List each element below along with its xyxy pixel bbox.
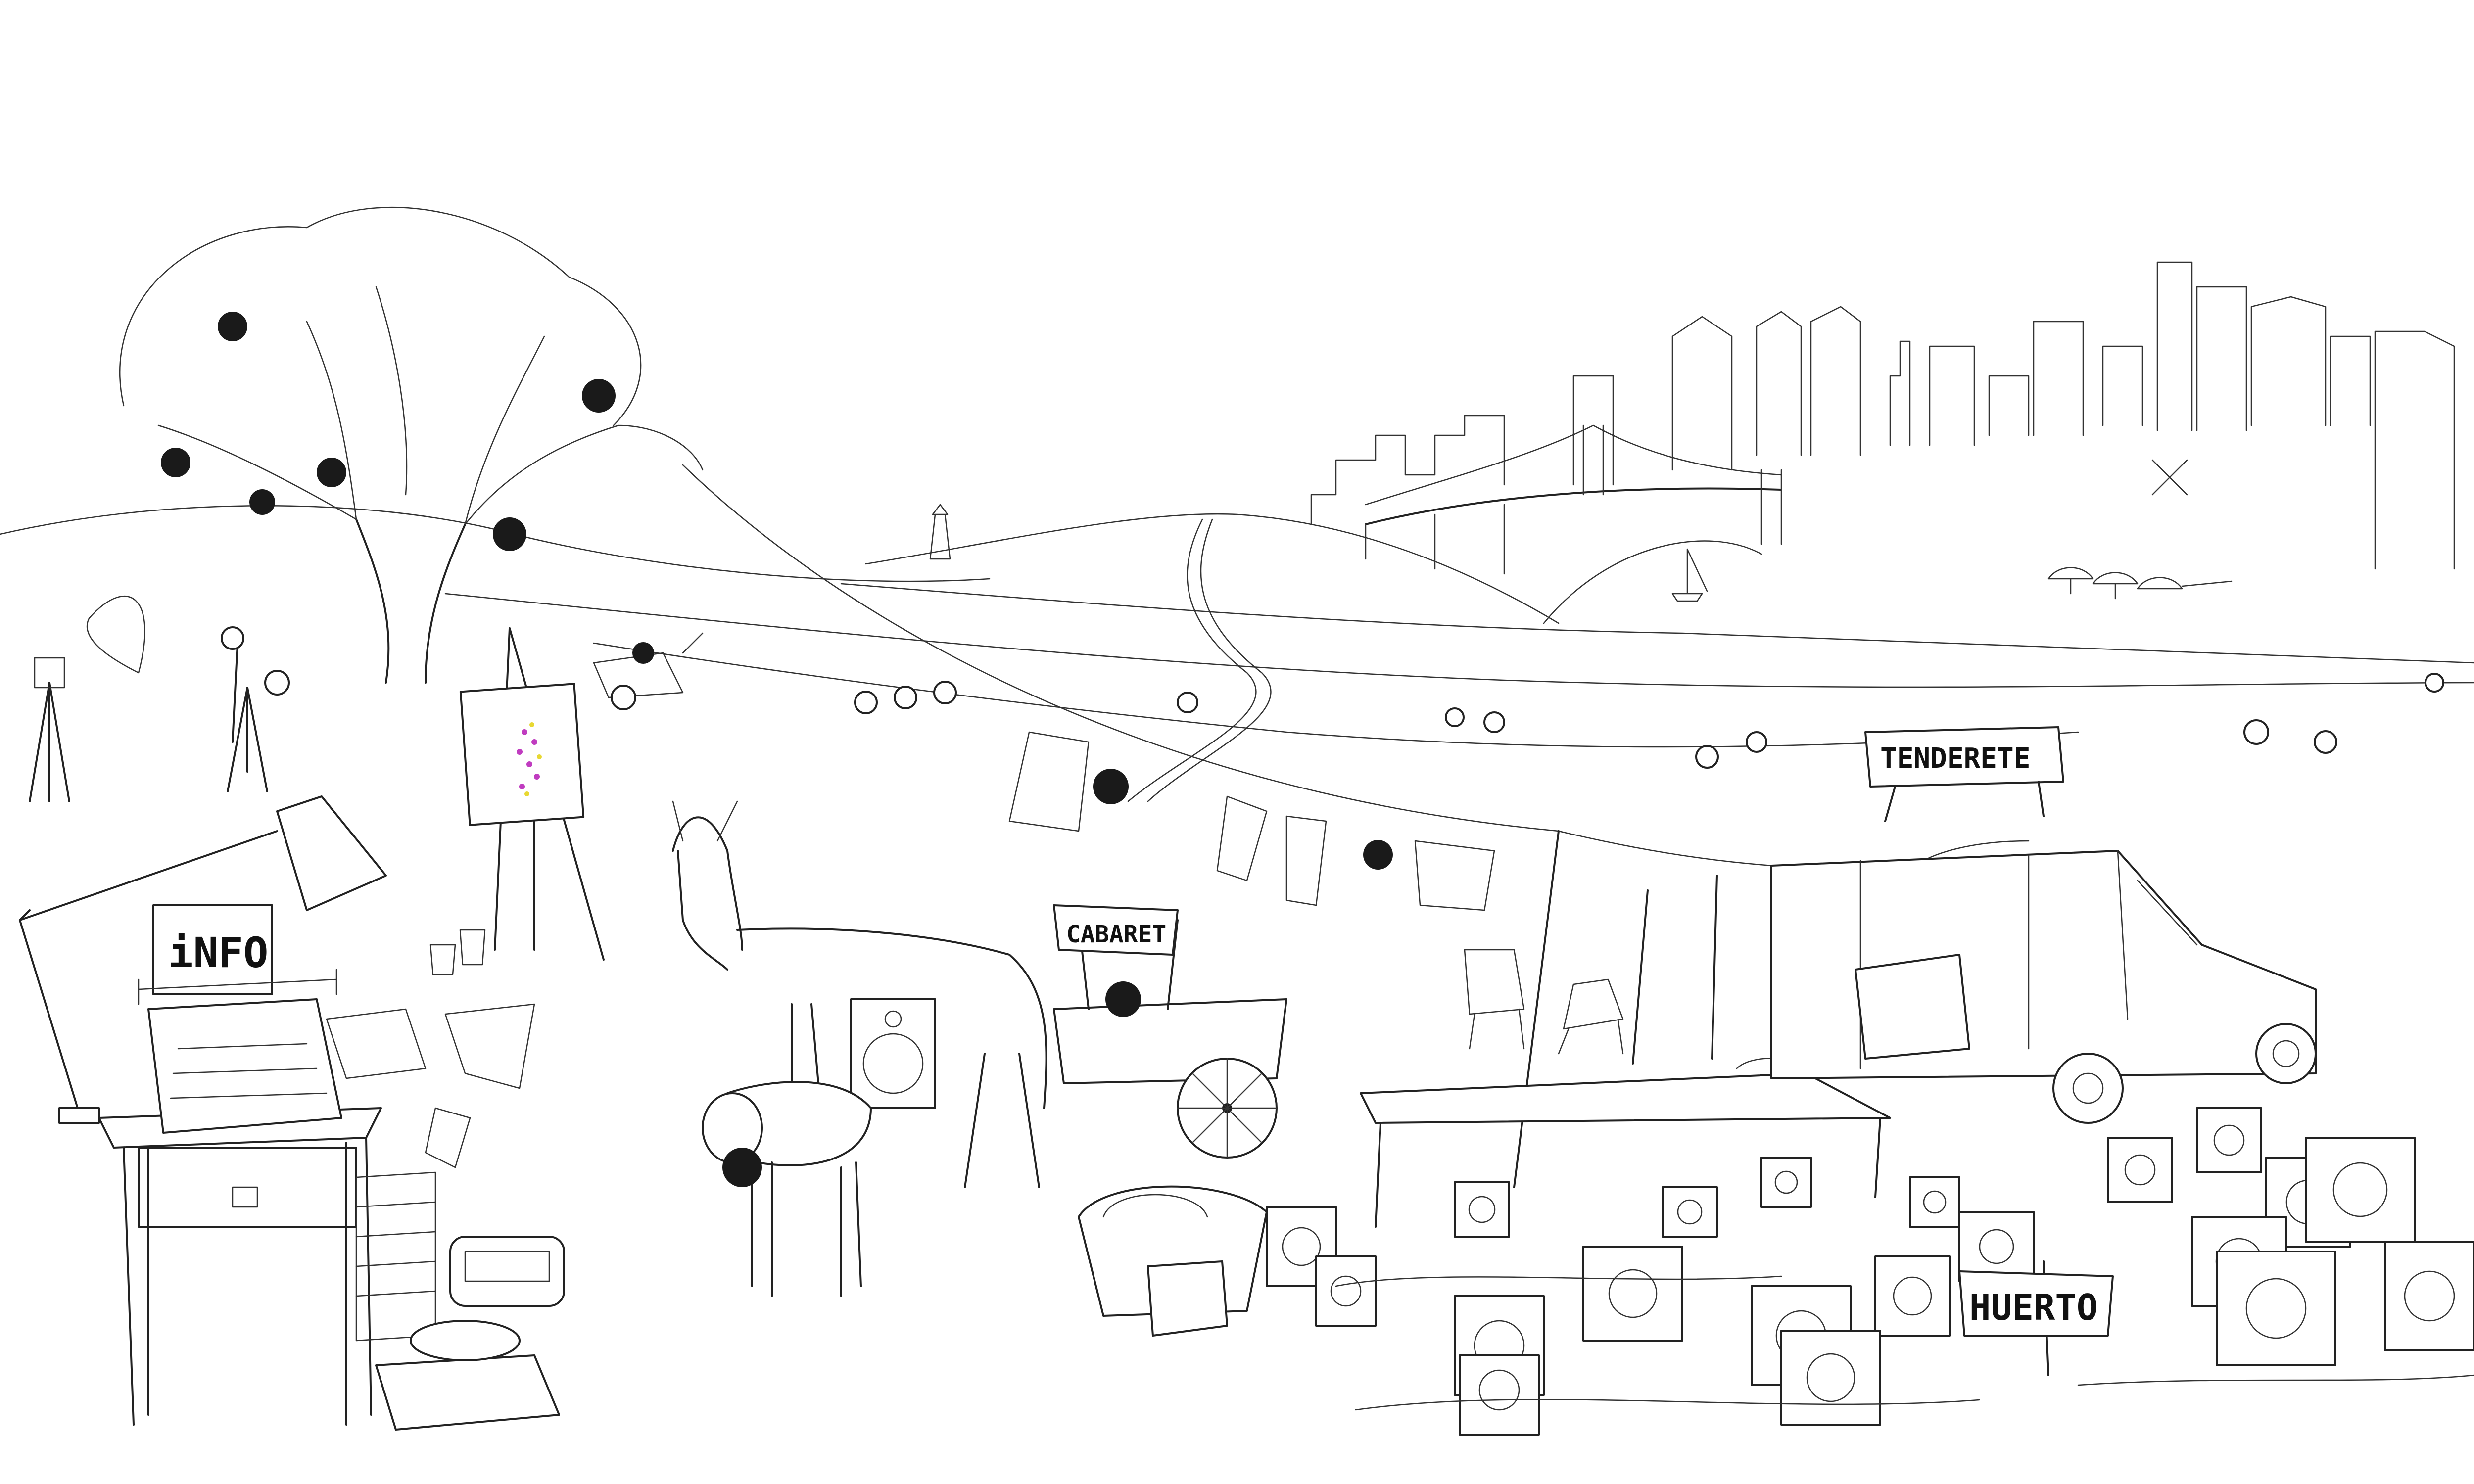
loose-papers	[326, 1003, 535, 1168]
hay-bales	[854, 673, 2444, 769]
sheep-with-headphones	[702, 1081, 872, 1297]
clothes-on-line	[1008, 731, 1495, 911]
tenderete-signboard	[1864, 726, 2064, 822]
city-skyline	[1310, 261, 2455, 570]
desk-lamp	[19, 795, 387, 1124]
lighthouse	[929, 504, 951, 560]
suspension-bridge	[1365, 424, 1782, 624]
huerto-signpost	[1958, 1260, 2114, 1376]
slide-projector	[375, 1320, 560, 1431]
van	[1770, 850, 2317, 1124]
beach-umbrellas	[2047, 567, 2233, 600]
writing-desk	[98, 1107, 382, 1426]
tenderete-sign[interactable]: TENDERETE	[1880, 742, 2030, 775]
market-canopy	[1513, 830, 2030, 1188]
hills-landscape	[0, 505, 2474, 802]
huerto-sign[interactable]: HUERTO	[1969, 1287, 2098, 1328]
baskets	[1078, 1185, 1268, 1337]
clothesline-rope	[682, 464, 1560, 832]
studio-lights	[29, 596, 290, 802]
cabaret-sign[interactable]: CABARET	[1066, 921, 1166, 948]
tree-with-records	[119, 207, 704, 684]
sailboat	[1671, 548, 1708, 602]
cabaret-cart	[1053, 904, 1287, 1159]
donkey	[672, 800, 1047, 1188]
wheelbarrow	[593, 632, 704, 710]
info-sign[interactable]: iNFO	[168, 928, 268, 977]
typewriter	[138, 904, 342, 1134]
market-table	[1360, 1058, 1891, 1228]
chairs	[1464, 949, 1624, 1055]
easel-with-canvas	[429, 627, 605, 975]
speaker-box	[850, 998, 936, 1109]
vintage-radio	[449, 1236, 565, 1307]
speaker-garden	[1266, 1107, 2474, 1436]
